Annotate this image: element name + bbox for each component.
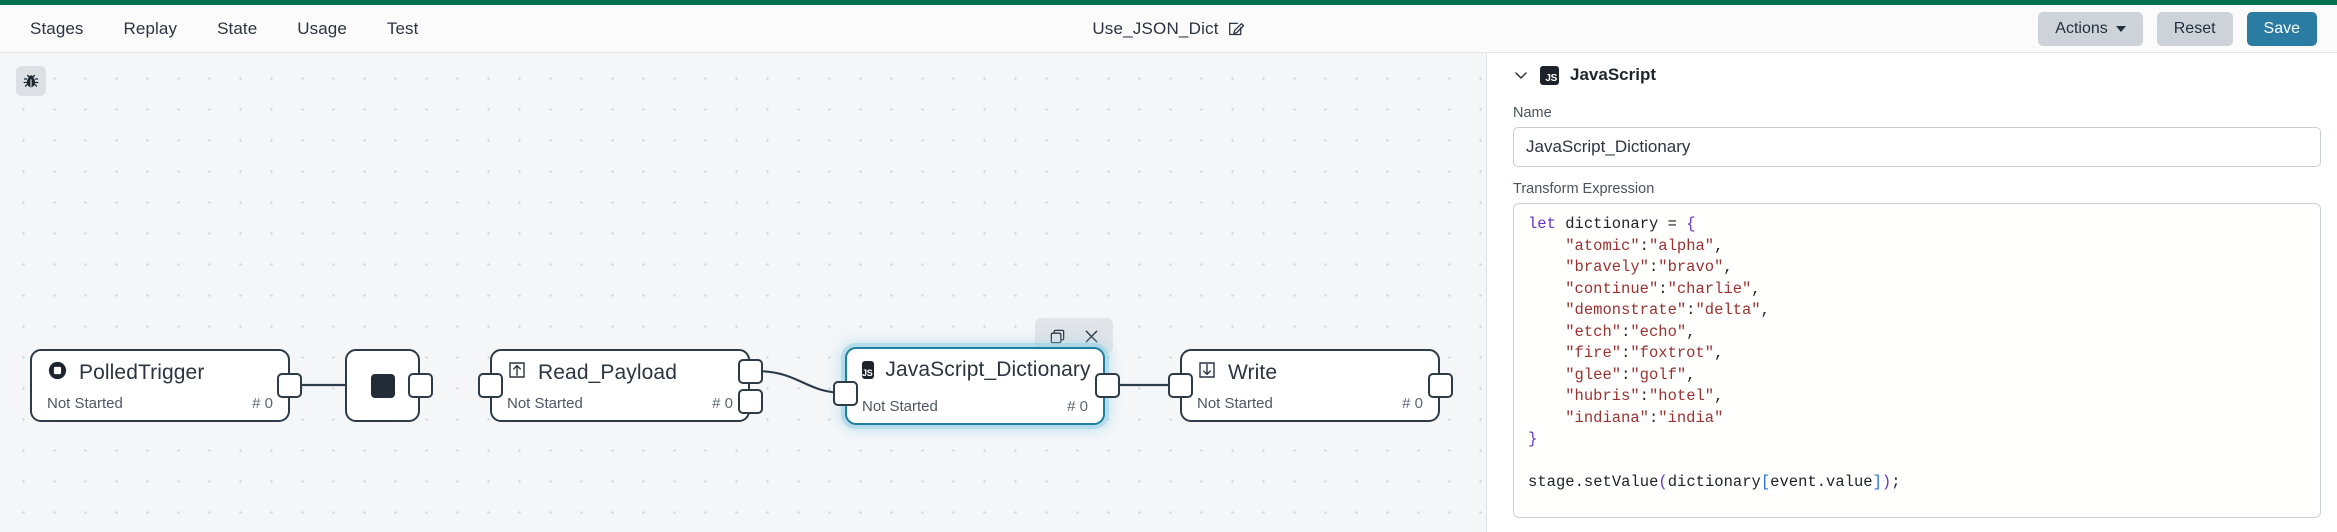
edit-pencil-icon[interactable] bbox=[1228, 20, 1245, 37]
node-polled-trigger[interactable]: PolledTrigger Not Started # 0 bbox=[30, 349, 290, 422]
save-button[interactable]: Save bbox=[2246, 11, 2317, 46]
node-header: Read_Payload bbox=[507, 360, 733, 385]
node-title: Read_Payload bbox=[538, 360, 677, 384]
top-bar: Stages Replay State Usage Test Use_JSON_… bbox=[0, 5, 2337, 53]
port-read-payload-out-2[interactable] bbox=[738, 389, 763, 414]
port-read-payload-in[interactable] bbox=[478, 373, 503, 398]
node-count: # 0 bbox=[252, 395, 273, 412]
node-javascript-dictionary[interactable]: JS JavaScript_Dictionary Not Started # 0 bbox=[845, 347, 1105, 425]
nav-usage[interactable]: Usage bbox=[297, 18, 347, 38]
port-js-dict-in[interactable] bbox=[833, 381, 858, 406]
top-bar-actions: Actions Reset Save bbox=[2038, 11, 2337, 46]
properties-panel: JS JavaScript Name Transform Expression … bbox=[1487, 53, 2337, 532]
node-count: # 0 bbox=[1067, 398, 1088, 415]
node-title: PolledTrigger bbox=[79, 361, 205, 384]
name-field-block: Name bbox=[1513, 105, 2321, 167]
reset-button[interactable]: Reset bbox=[2156, 11, 2233, 46]
actions-button[interactable]: Actions bbox=[2038, 11, 2143, 46]
filled-square-icon bbox=[370, 373, 395, 398]
nav-stages[interactable]: Stages bbox=[30, 18, 84, 38]
port-js-dict-out[interactable] bbox=[1095, 373, 1120, 398]
close-x-icon[interactable] bbox=[1078, 324, 1104, 348]
flow-canvas[interactable]: PolledTrigger Not Started # 0 bbox=[0, 53, 1487, 532]
port-write-out[interactable] bbox=[1428, 373, 1453, 398]
node-status: Not Started bbox=[507, 395, 583, 412]
node-header: PolledTrigger bbox=[47, 360, 273, 386]
actions-label: Actions bbox=[2055, 19, 2108, 37]
js-badge-icon: JS bbox=[1540, 65, 1559, 85]
port-read-payload-out-1[interactable] bbox=[738, 359, 763, 384]
node-count: # 0 bbox=[712, 395, 733, 412]
node-title: Write bbox=[1228, 360, 1278, 384]
node-footer: Not Started # 0 bbox=[862, 398, 1088, 415]
port-polled-trigger-out[interactable] bbox=[277, 373, 302, 398]
node-status: Not Started bbox=[862, 398, 938, 415]
port-square-out[interactable] bbox=[408, 373, 433, 398]
arrow-down-box-icon bbox=[1197, 360, 1217, 385]
panel-title: JavaScript bbox=[1570, 65, 1656, 84]
name-label: Name bbox=[1513, 105, 1552, 121]
node-header: JS JavaScript_Dictionary bbox=[862, 358, 1091, 382]
name-input[interactable] bbox=[1513, 127, 2321, 167]
chevron-down-icon[interactable] bbox=[1513, 67, 1529, 83]
chevron-down-icon bbox=[2115, 25, 2126, 32]
node-write[interactable]: Write Not Started # 0 bbox=[1180, 349, 1440, 422]
node-status: Not Started bbox=[47, 395, 123, 412]
body-split: PolledTrigger Not Started # 0 bbox=[0, 53, 2337, 532]
code-editor[interactable]: let dictionary = { "atomic":"alpha", "br… bbox=[1513, 203, 2321, 518]
bug-icon[interactable] bbox=[16, 66, 46, 96]
expression-label: Transform Expression bbox=[1513, 181, 1655, 197]
node-square-stage[interactable] bbox=[345, 349, 420, 422]
expression-block: Transform Expression let dictionary = { … bbox=[1513, 181, 2321, 532]
page-title: Use_JSON_Dict bbox=[1092, 18, 1219, 38]
nav-state[interactable]: State bbox=[217, 18, 258, 38]
node-footer: Not Started # 0 bbox=[1197, 395, 1423, 412]
node-read-payload[interactable]: Read_Payload Not Started # 0 bbox=[490, 349, 750, 422]
arrow-up-box-icon bbox=[507, 360, 527, 385]
main-nav: Stages Replay State Usage Test bbox=[0, 13, 438, 45]
nav-replay[interactable]: Replay bbox=[123, 18, 178, 38]
node-status: Not Started bbox=[1197, 395, 1273, 412]
record-circle-icon bbox=[47, 360, 68, 386]
node-footer: Not Started # 0 bbox=[507, 395, 733, 412]
edge-layer bbox=[289, 369, 1168, 395]
node-title: JavaScript_Dictionary bbox=[885, 358, 1091, 381]
node-count: # 0 bbox=[1402, 395, 1423, 412]
node-footer: Not Started # 0 bbox=[47, 395, 273, 412]
port-write-in[interactable] bbox=[1168, 373, 1193, 398]
code-content[interactable]: let dictionary = { "atomic":"alpha", "br… bbox=[1528, 215, 1901, 491]
nav-test[interactable]: Test bbox=[386, 18, 419, 38]
accent-bar bbox=[0, 0, 2337, 5]
panel-header: JS JavaScript bbox=[1513, 65, 2321, 85]
copy-icon[interactable] bbox=[1044, 324, 1070, 348]
node-header: Write bbox=[1197, 360, 1423, 385]
js-badge-icon: JS bbox=[862, 361, 875, 379]
